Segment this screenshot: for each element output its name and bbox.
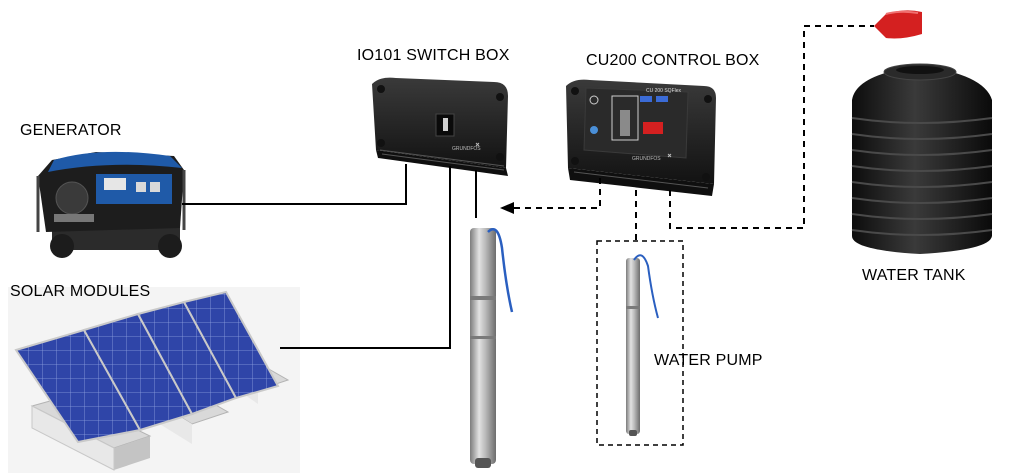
generator-to-switchbox-wire [182,164,407,205]
submersible-pump-icon [626,254,659,436]
signal-wiring [512,25,874,240]
water-tank-label: WATER TANK [862,267,966,284]
submersible-pump-icon [470,228,514,468]
solar-to-switchbox-wire [280,166,451,349]
water-pump-label: WATER PUMP [654,352,763,369]
pump-frame [596,240,684,446]
control-box-label: CU200 CONTROL BOX [586,52,760,69]
generator-icon [36,151,186,258]
switch-box-brand: GRUNDFOS [452,146,481,152]
solar-modules-label: SOLAR MODULES [10,283,151,300]
solar-panel-icon [8,287,300,473]
control-box-icon: CU 200 SQFlex GRUNDFOS [566,79,716,196]
switch-box-icon: GRUNDFOS [372,77,508,176]
control-to-float-switch-signal [669,25,874,229]
control-box-brand: GRUNDFOS [632,156,661,162]
power-wiring [182,164,477,349]
generator-label: GENERATOR [20,122,122,139]
float-switch-icon [874,10,922,39]
control-to-switchbox-signal [512,178,601,209]
control-box-model: CU 200 SQFlex [646,88,682,94]
water-tank-icon [851,63,993,254]
switch-box-label: IO101 SWITCH BOX [357,47,510,64]
arrow-head-icon [500,202,514,214]
